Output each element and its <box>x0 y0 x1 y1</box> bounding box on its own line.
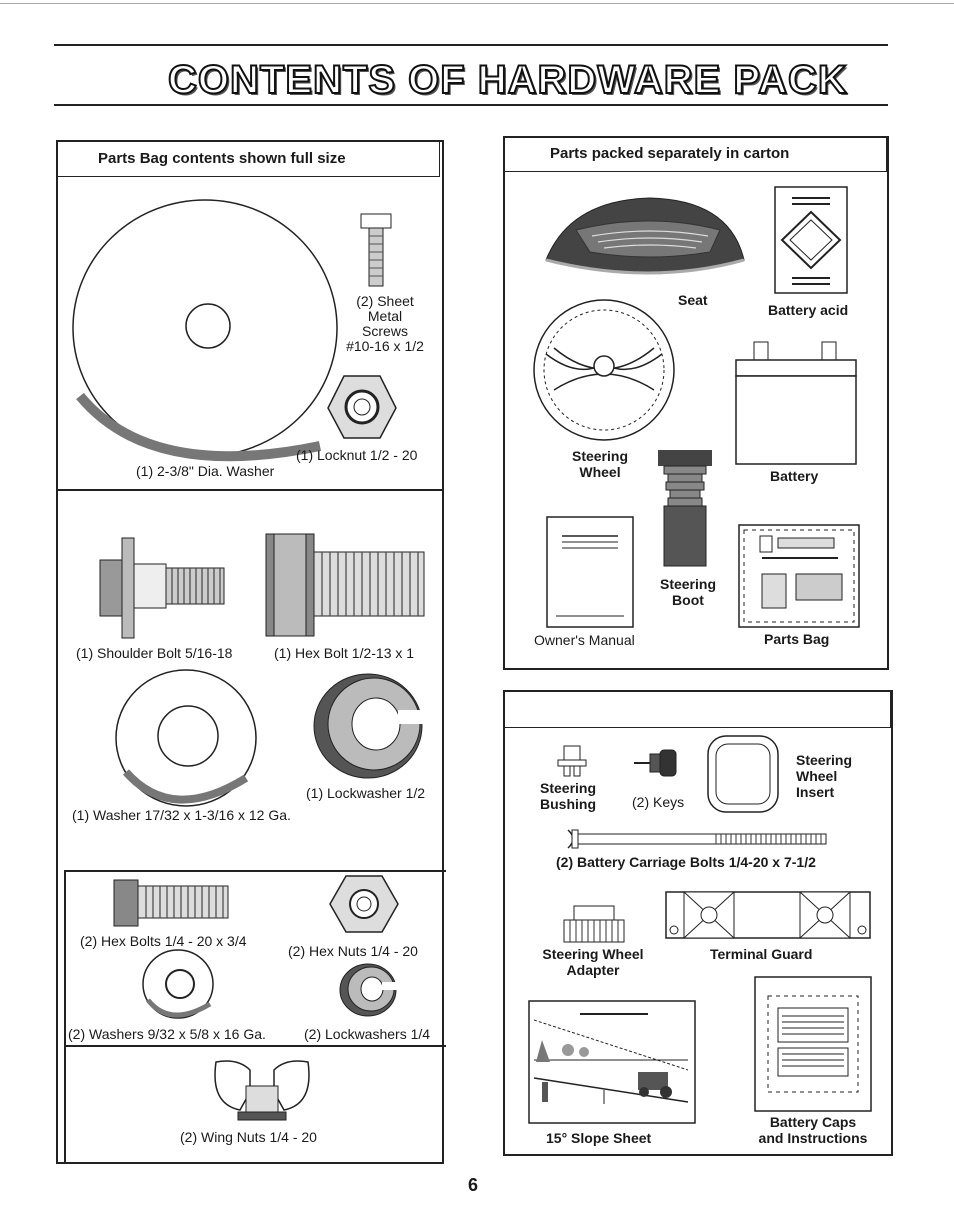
steering-wheel-adapter-label: Steering Wheel Adapter <box>542 946 644 978</box>
slope-sheet-label: 15° Slope Sheet <box>546 1130 652 1146</box>
left-subbox-edge <box>64 870 66 1164</box>
steering-wheel-adapter-icon <box>563 905 625 943</box>
title-rule-top <box>54 44 888 46</box>
battery-label: Battery <box>770 468 819 484</box>
hex-nut-small-icon <box>329 875 399 933</box>
battery-caps-icon <box>754 976 872 1112</box>
locknut-label: (1) Locknut 1/2 - 20 <box>296 447 418 463</box>
washer-icon <box>115 669 257 807</box>
shoulder-bolt-icon <box>99 537 225 639</box>
key-icon <box>634 749 677 777</box>
right-bottom-panel <box>503 690 893 1156</box>
battery-acid-label: Battery acid <box>768 302 849 318</box>
hex-bolt-label: (1) Hex Bolt 1/2-13 x 1 <box>274 645 415 661</box>
owners-manual-label: Owner's Manual <box>534 632 635 648</box>
steering-boot-icon <box>658 450 712 567</box>
small-washer-icon <box>142 949 214 1019</box>
small-washers-label: (2) Washers 9/32 x 5/8 x 16 Ga. <box>68 1026 266 1042</box>
battery-caps-label: Battery Caps and Instructions <box>758 1114 868 1146</box>
right-top-panel <box>503 136 889 670</box>
steering-boot-label: Steering Boot <box>659 576 716 608</box>
steering-bushing-icon <box>557 745 587 777</box>
carriage-bolt-icon <box>567 829 827 849</box>
sheet-metal-screws-label: (2) Sheet Metal Screws #10-16 x 1/2 <box>346 293 424 354</box>
page-title: CONTENTS OF HARDWARE PACK <box>167 57 848 103</box>
right-top-header: Parts packed separately in carton <box>550 145 790 162</box>
right-top-header-box <box>503 136 887 172</box>
left-panel-header-box <box>56 140 440 177</box>
parts-bag-icon <box>738 524 860 628</box>
hex-nuts-small-label: (2) Hex Nuts 1/4 - 20 <box>288 943 418 959</box>
shoulder-bolt-label: (1) Shoulder Bolt 5/16-18 <box>76 645 233 661</box>
owners-manual-icon <box>546 516 634 628</box>
small-lockwasher-icon <box>339 963 400 1017</box>
lockwasher-icon <box>313 673 428 779</box>
terminal-guard-label: Terminal Guard <box>710 946 813 962</box>
steering-wheel-label: Steering Wheel <box>571 448 628 480</box>
steering-wheel-insert-icon <box>707 735 779 813</box>
title-rule-bottom <box>54 104 888 106</box>
small-lockwashers-label: (2) Lockwashers 1/4 <box>304 1026 431 1042</box>
steering-wheel-insert-label: Steering Wheel Insert <box>796 752 853 800</box>
left-panel-header: Parts Bag contents shown full size <box>98 150 346 167</box>
hex-bolts-small-label: (2) Hex Bolts 1/4 - 20 x 3/4 <box>80 933 247 949</box>
parts-bag-label: Parts Bag <box>764 631 830 647</box>
wing-nuts-label: (2) Wing Nuts 1/4 - 20 <box>180 1129 317 1145</box>
big-washer-icon <box>72 199 338 462</box>
hex-bolts-small-icon <box>113 879 229 927</box>
seat-label: Seat <box>678 292 708 308</box>
top-scan-line <box>0 3 954 4</box>
left-panel <box>56 140 444 1164</box>
locknut-icon <box>327 375 397 439</box>
terminal-guard-icon <box>665 891 871 939</box>
lockwasher-label: (1) Lockwasher 1/2 <box>306 785 426 801</box>
battery-icon <box>735 341 857 465</box>
left-divider-3 <box>64 1045 446 1047</box>
keys-label: (2) Keys <box>632 794 685 810</box>
steering-bushing-label: Steering Bushing <box>540 780 597 812</box>
left-divider-1 <box>56 489 444 491</box>
seat-icon <box>545 197 745 275</box>
big-washer-label: (1) 2-3/8" Dia. Washer <box>136 463 275 479</box>
battery-acid-icon <box>774 186 848 294</box>
steering-wheel-icon <box>533 299 675 441</box>
left-divider-2 <box>64 870 446 872</box>
carriage-bolts-label: (2) Battery Carriage Bolts 1/4-20 x 7-1/… <box>556 854 816 870</box>
slope-sheet-icon <box>528 1000 696 1124</box>
right-bottom-header-box <box>503 690 891 728</box>
page-number: 6 <box>468 1175 479 1195</box>
wing-nut-icon <box>214 1060 310 1121</box>
hex-bolt-icon <box>265 533 425 637</box>
washer-label: (1) Washer 17/32 x 1-3/16 x 12 Ga. <box>72 807 291 823</box>
sheet-metal-screw-icon <box>360 213 392 287</box>
